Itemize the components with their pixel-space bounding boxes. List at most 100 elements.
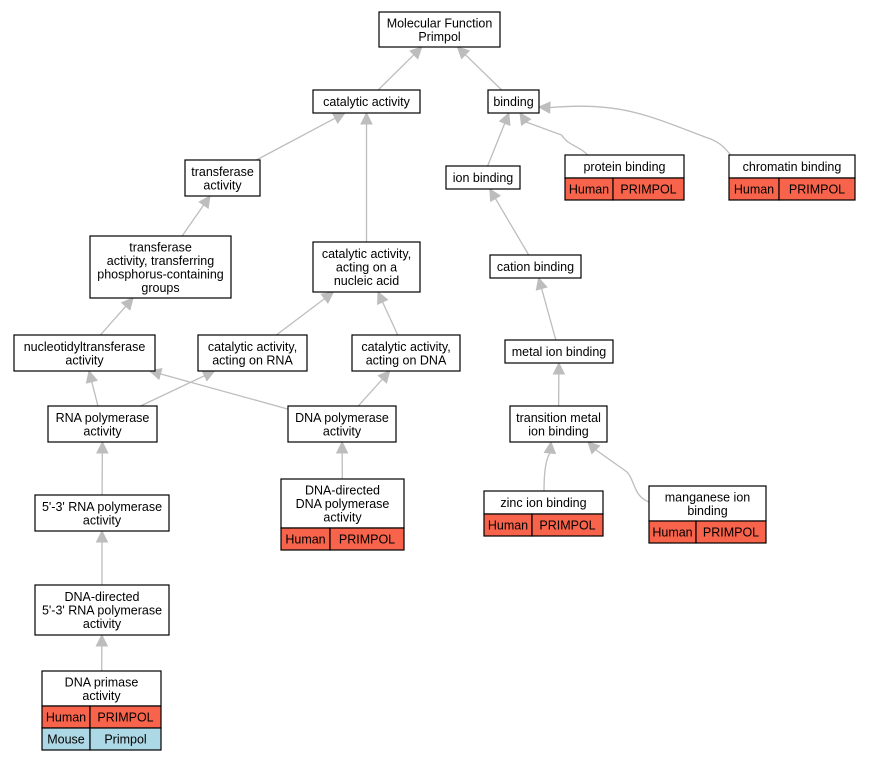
node-label-line: Molecular Function [387, 16, 493, 30]
gene-label: Primpol [104, 733, 146, 747]
edge-rna_pol-to-nucleotidyl [85, 369, 99, 407]
gene-cell [695, 520, 767, 544]
node-label-line: activity, transferring [107, 254, 214, 268]
node-box [13, 334, 156, 372]
edge-chromatin_binding-to-binding [537, 101, 736, 160]
node-box [41, 670, 162, 707]
node-box [34, 494, 170, 532]
node-cat-dna[interactable]: catalytic activity,acting on DNA [351, 334, 461, 372]
gene-label: PRIMPOL [789, 183, 845, 197]
node-label-line: zinc ion binding [500, 496, 586, 510]
gene-label: PRIMPOL [620, 183, 676, 197]
node-label-line: binding [493, 95, 533, 109]
node-label-line: RNA polymerase [56, 411, 150, 425]
edge-catalytic-to-root [377, 46, 423, 91]
node-box [489, 254, 582, 279]
gene-label: PRIMPOL [339, 533, 395, 547]
node-label-line: catalytic activity, [361, 340, 450, 354]
edge-ion_binding-to-binding [487, 111, 511, 167]
gene-label: PRIMPOL [97, 711, 153, 725]
node-label-line: activity [65, 353, 104, 367]
node-box [34, 584, 170, 636]
gene-cell [531, 513, 604, 537]
edge-dna_primase-to-dna_dir_rna_pol [95, 633, 109, 672]
edge-cat_dna-to-cat_nucleic [377, 290, 399, 336]
gene-cell [612, 177, 685, 201]
node-box [280, 478, 405, 529]
node-box [378, 11, 501, 48]
edge-manganese-to-transition_metal [587, 441, 650, 503]
node-box [509, 405, 608, 443]
gene-label: PRIMPOL [703, 526, 759, 540]
node-label-line: protein binding [583, 160, 665, 174]
node-label-line: metal ion binding [512, 345, 607, 359]
node-label-line: nucleotidyltransferase [24, 340, 146, 354]
edge-cation_binding-to-ion_binding [489, 188, 530, 256]
node-box [504, 339, 614, 364]
node-label-line: catalytic activity, [208, 340, 297, 354]
node-binding[interactable]: binding [487, 89, 540, 114]
node-box [351, 334, 461, 372]
node-label-line: transferase [191, 165, 254, 179]
node-label-line: acting on a [336, 261, 397, 275]
node-label-line: DNA-directed [64, 590, 139, 604]
species-label: Human [285, 533, 325, 547]
node-label-line: acting on DNA [366, 353, 447, 367]
species-label: Human [488, 519, 528, 533]
gene-cell [89, 727, 162, 751]
node-label-line: activity [203, 178, 242, 192]
edge-dna_dir_rna_pol-to-rna_pol_53 [95, 529, 109, 585]
node-catalytic[interactable]: catalytic activity [312, 89, 421, 114]
species-label: Human [734, 183, 774, 197]
edge-cat_nucleic-to-catalytic [360, 111, 373, 242]
node-label-line: ion binding [528, 424, 589, 438]
node-label-line: catalytic activity [323, 95, 411, 109]
node-label-line: phosphorus-containing [97, 267, 224, 281]
node-label-line: 5'-3' RNA polymerase [42, 604, 162, 618]
species-label: Human [46, 711, 86, 725]
annotation-row-human: Human PRIMPOL [728, 177, 856, 201]
node-label-line: DNA-directed [305, 484, 380, 498]
node-cat-rna[interactable]: catalytic activity,acting on RNA [197, 334, 308, 372]
edge-protein_binding-to-binding [519, 112, 590, 158]
node-label-line: groups [141, 281, 179, 295]
edge-transferase_phos-to-transferase [181, 195, 211, 237]
node-cation-binding[interactable]: cation binding [489, 254, 582, 279]
gene-cell [329, 527, 405, 551]
node-label-line: ion binding [453, 171, 514, 185]
node-label-line: catalytic activity, [322, 247, 411, 261]
edge-transition_metal-to-metal_ion [552, 361, 566, 407]
node-box [47, 405, 158, 443]
edge-transferase-to-catalytic [256, 112, 346, 161]
edge-dna_pol-to-nucleotidyl [148, 367, 289, 410]
species-label: Human [652, 526, 692, 540]
node-label-line: DNA polymerase [296, 497, 390, 511]
node-label-line: Primpol [418, 30, 460, 44]
node-ion-binding[interactable]: ion binding [445, 165, 521, 190]
node-label-line: activity [82, 689, 121, 703]
node-box [445, 165, 521, 190]
node-metal-ion[interactable]: metal ion binding [504, 339, 614, 364]
edge-metal_ion-to-cation_binding [535, 276, 557, 341]
node-label-line: activity [323, 424, 362, 438]
edge-zinc-to-transition_metal [543, 440, 557, 492]
